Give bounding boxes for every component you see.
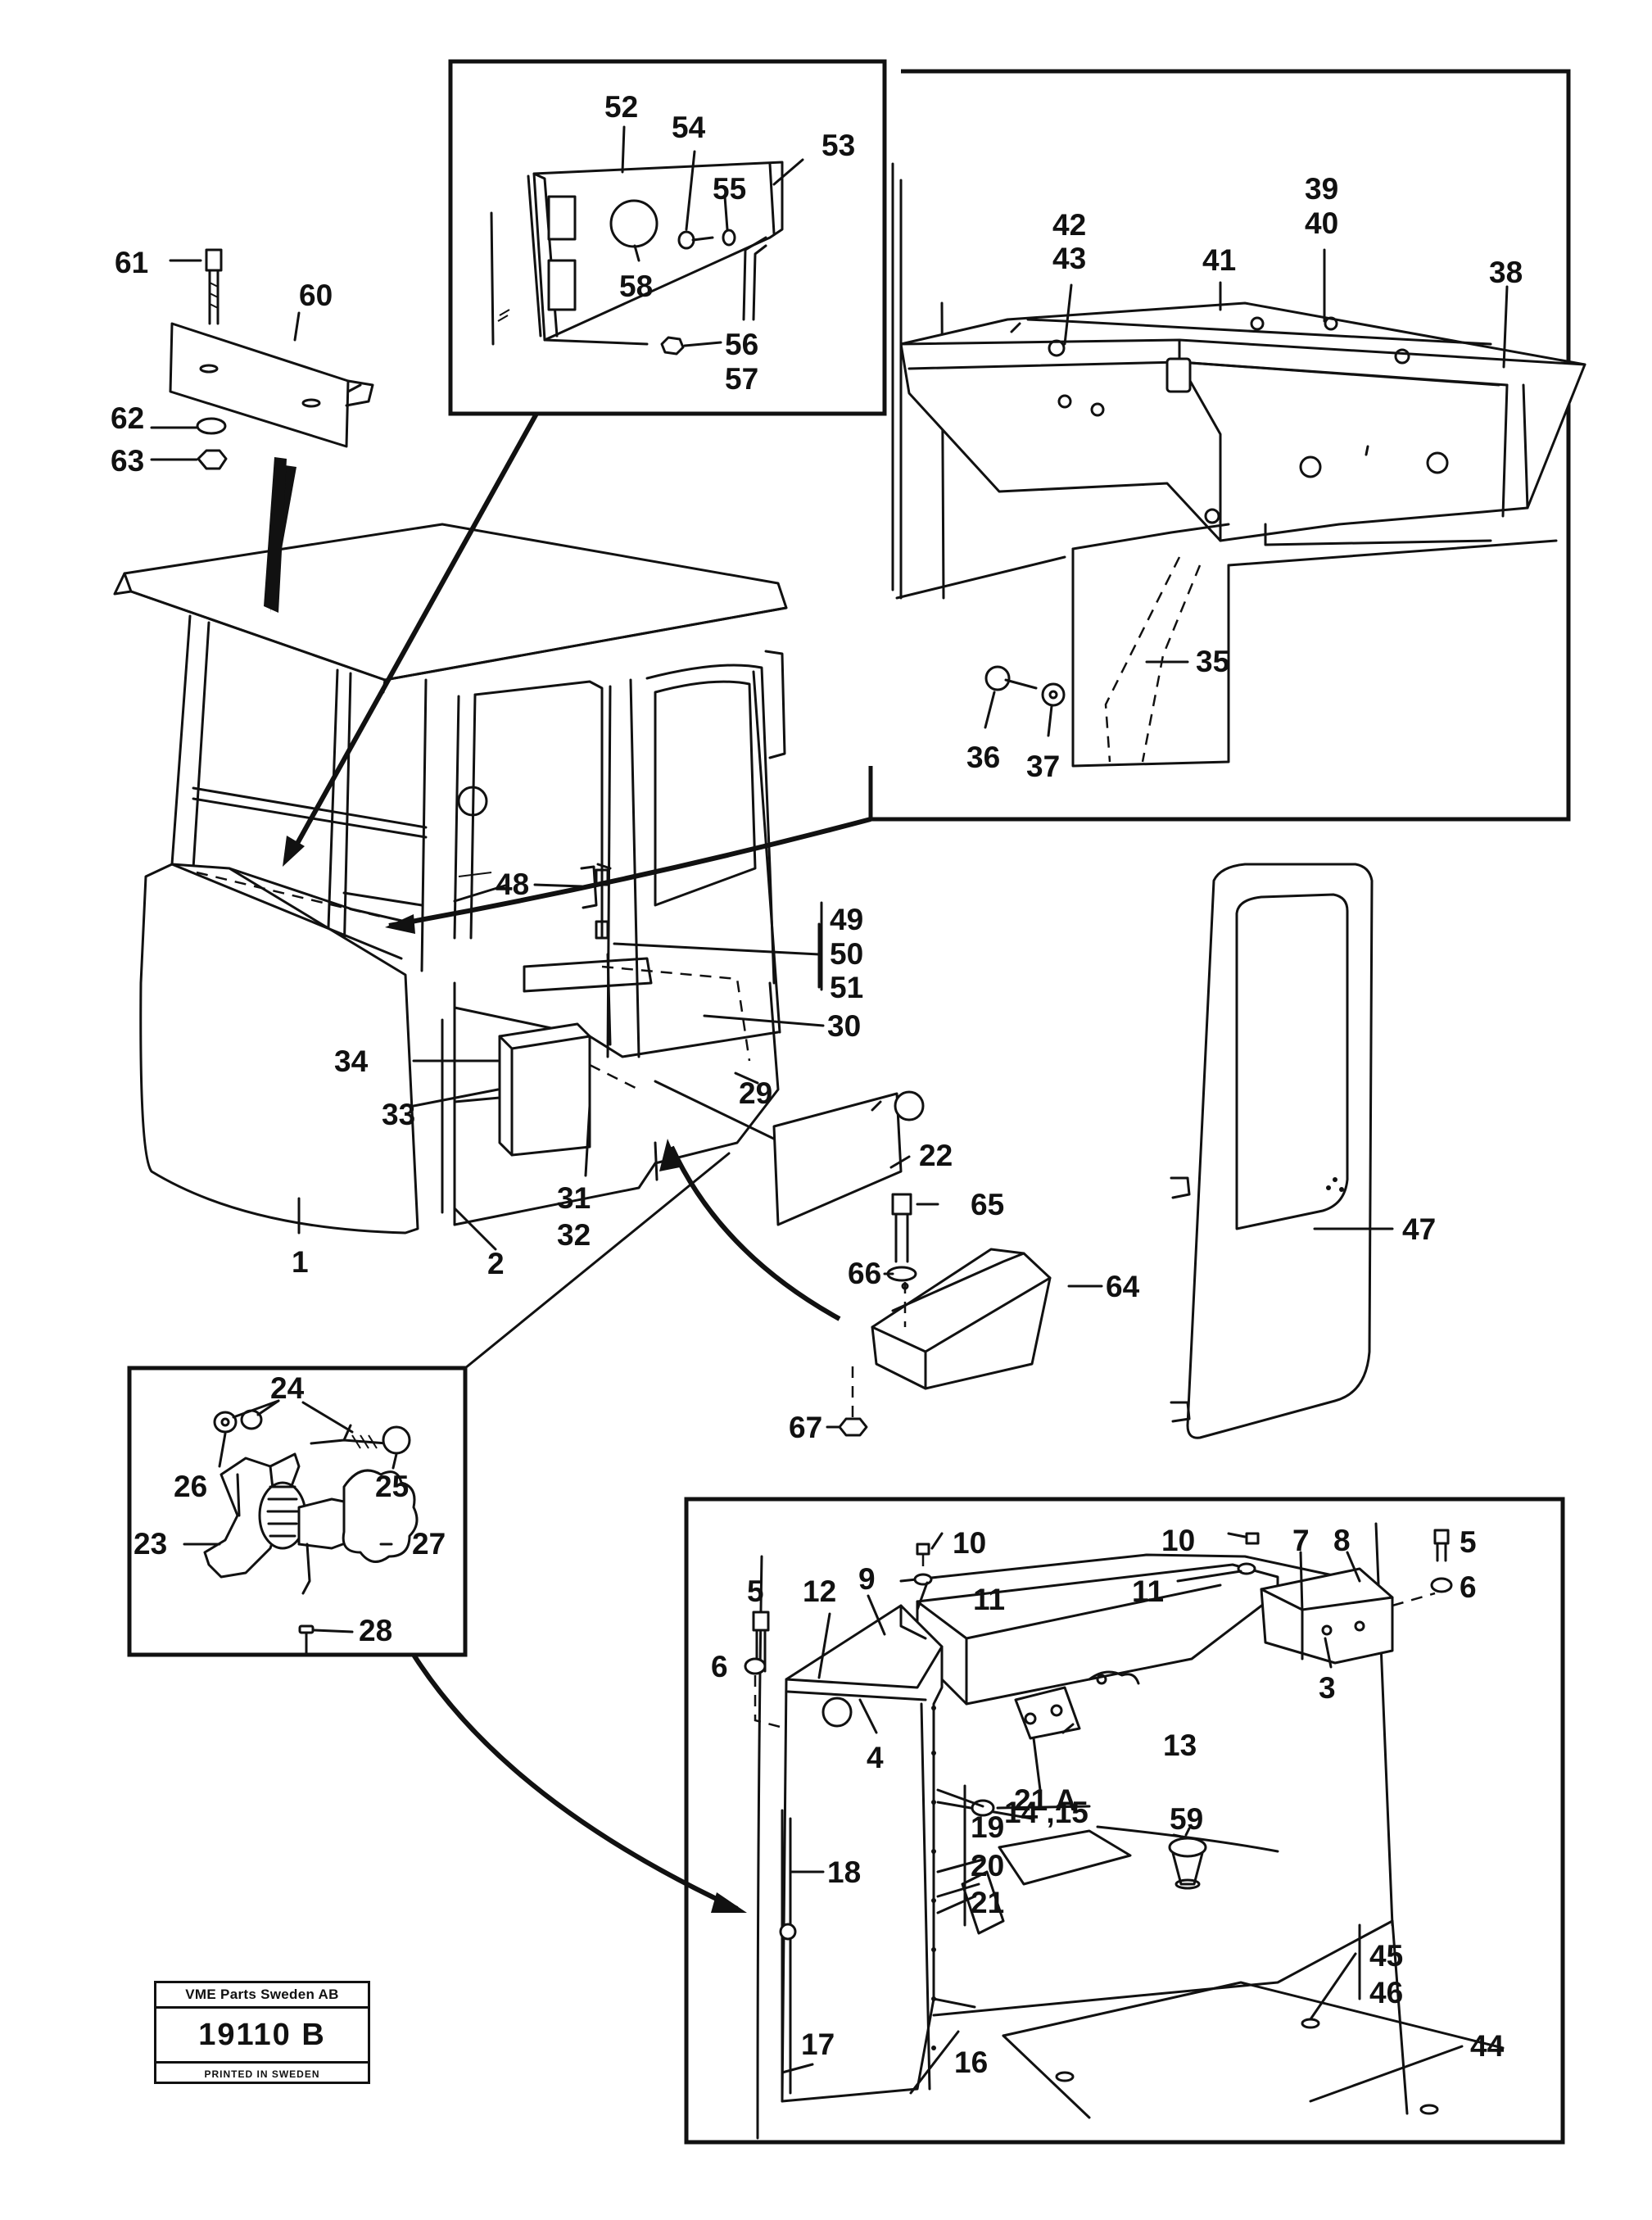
part-64-box — [838, 1193, 1052, 1437]
stamp-drawing-number: 19110 B — [156, 2009, 368, 2064]
stamp-company: VME Parts Sweden AB — [156, 1983, 368, 2009]
label-21: 21 — [971, 1886, 1004, 1919]
label-36: 36 — [966, 741, 1000, 774]
label-9: 9 — [858, 1562, 876, 1596]
label-51: 51 — [830, 971, 863, 1004]
floor-box-detail-drawing — [891, 162, 1586, 768]
label-25: 25 — [375, 1470, 409, 1503]
label-65: 65 — [971, 1188, 1004, 1221]
leader-line-latch — [464, 1152, 731, 1370]
label-63: 63 — [111, 444, 144, 478]
label-22: 22 — [919, 1139, 953, 1172]
label-54: 54 — [672, 111, 706, 144]
label-62: 62 — [111, 401, 144, 435]
leader-arrow-console — [411, 1653, 739, 1911]
label-23: 23 — [134, 1527, 167, 1561]
label-18: 18 — [827, 1855, 861, 1889]
label-32: 32 — [557, 1218, 591, 1252]
bracket-detail-drawing — [490, 161, 784, 356]
label-42: 42 — [1052, 208, 1086, 242]
label-44: 44 — [1470, 2029, 1505, 2063]
part-labels: 1 2 3 4 5 5 6 6 7 8 9 10 10 11 11 12 13 … — [111, 90, 1523, 2079]
label-40: 40 — [1305, 206, 1338, 240]
label-66: 66 — [848, 1257, 881, 1290]
label-19: 19 — [971, 1810, 1004, 1844]
label-30: 30 — [827, 1009, 861, 1043]
label-43: 43 — [1052, 242, 1086, 275]
part-22-cover — [772, 1090, 925, 1226]
leader-arrow-floor-box — [388, 817, 871, 928]
label-4: 4 — [867, 1741, 884, 1774]
label-49: 49 — [830, 903, 863, 936]
label-56: 56 — [725, 328, 758, 361]
label-6a: 6 — [711, 1650, 728, 1683]
console-detail-drawing — [744, 1522, 1505, 2140]
label-11a: 11 — [973, 1583, 1005, 1616]
label-60: 60 — [299, 279, 333, 312]
label-6b: 6 — [1460, 1570, 1477, 1604]
label-55: 55 — [713, 172, 746, 206]
leader-arrow-bracket — [292, 412, 539, 849]
label-57: 57 — [725, 362, 758, 396]
stamp-printed: PRINTED IN SWEDEN — [204, 2068, 320, 2080]
label-27: 27 — [412, 1527, 446, 1561]
cab-assembly — [113, 523, 788, 1235]
label-21a: 21 A — [1014, 1783, 1077, 1817]
detail-frame-console — [684, 1497, 1565, 2145]
latch-detail-drawing — [203, 1409, 419, 1656]
label-16: 16 — [954, 2046, 988, 2079]
label-10a: 10 — [953, 1526, 986, 1560]
part-63-nut — [197, 449, 228, 470]
label-45: 45 — [1369, 1939, 1403, 1973]
label-29: 29 — [739, 1076, 772, 1110]
label-14-15: 14 ,15 — [1004, 1796, 1089, 1829]
label-46: 46 — [1369, 1976, 1403, 2009]
label-37: 37 — [1026, 750, 1060, 783]
label-58: 58 — [619, 270, 653, 303]
label-47: 47 — [1402, 1212, 1436, 1246]
label-5a: 5 — [747, 1574, 764, 1608]
label-35: 35 — [1196, 645, 1229, 678]
part-62-washer — [196, 417, 227, 435]
label-39: 39 — [1305, 172, 1338, 206]
label-10b: 10 — [1161, 1524, 1195, 1557]
detail-frame-latch — [127, 1366, 468, 1657]
label-24: 24 — [270, 1371, 305, 1405]
label-12: 12 — [803, 1574, 836, 1608]
label-26: 26 — [174, 1470, 207, 1503]
label-38: 38 — [1489, 256, 1523, 289]
label-59: 59 — [1170, 1802, 1203, 1836]
title-stamp: VME Parts Sweden AB 19110 B PRINTED IN S… — [154, 1981, 370, 2084]
part-61-bolt — [205, 248, 223, 325]
label-41: 41 — [1202, 243, 1236, 277]
label-20: 20 — [971, 1849, 1004, 1882]
label-28: 28 — [359, 1614, 392, 1647]
label-5b: 5 — [1460, 1525, 1477, 1559]
leader-arrow-cover — [669, 1145, 841, 1321]
leader-lines — [150, 125, 1509, 2103]
label-13: 13 — [1163, 1728, 1197, 1762]
label-17: 17 — [801, 2027, 835, 2061]
label-11b: 11 — [1132, 1574, 1164, 1608]
part-47-door — [1170, 863, 1374, 1439]
label-52: 52 — [604, 90, 638, 124]
label-48: 48 — [496, 868, 529, 901]
label-50: 50 — [830, 937, 863, 971]
label-64: 64 — [1106, 1270, 1140, 1303]
label-2: 2 — [487, 1247, 505, 1280]
label-53: 53 — [821, 129, 855, 162]
label-34: 34 — [334, 1044, 369, 1078]
label-8: 8 — [1333, 1524, 1351, 1557]
detail-frame-bracket — [448, 59, 887, 416]
label-1: 1 — [292, 1245, 309, 1279]
label-7: 7 — [1292, 1524, 1310, 1557]
label-3: 3 — [1319, 1671, 1336, 1705]
detail-frame-floor-box — [868, 69, 1571, 822]
label-67: 67 — [789, 1411, 822, 1444]
label-61: 61 — [115, 246, 148, 279]
label-33: 33 — [382, 1098, 415, 1131]
label-31: 31 — [557, 1181, 591, 1215]
part-60-plate — [169, 322, 374, 448]
